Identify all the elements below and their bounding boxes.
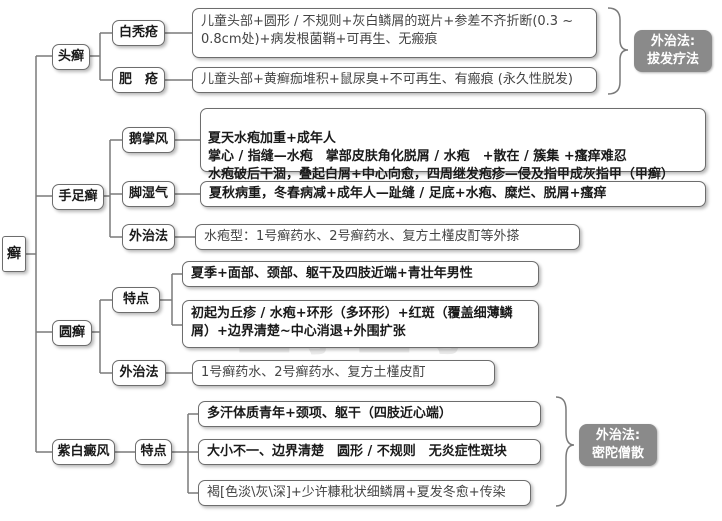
branch-tinea-corporis: 圆癣	[52, 320, 92, 346]
desc-text: 夏天水疱加重+成年人 掌心 / 指缝—水疱 掌部皮肤角化脱屑 / 水疱 +散在 …	[208, 131, 674, 182]
desc-versicolor-1: 多汗体质青年+颈项、躯干（四肢近心端）	[198, 401, 541, 427]
sub-label: 鹅掌风	[128, 132, 168, 147]
desc-tinea-pedis: 夏秋病重，冬春病减+成年人—趾缝 / 足底+水疱、糜烂、脱屑+瘙痒	[200, 181, 706, 207]
desc-tinea-manuum: 夏天水疱加重+成年人 掌心 / 指缝—水疱 掌部皮肤角化脱屑 / 水疱 +散在 …	[200, 108, 706, 182]
external-treatment-capitis: 外治法: 拔发疗法	[634, 30, 712, 72]
sub-label: 特点	[122, 292, 149, 307]
desc-text: 多汗体质青年+颈项、躯干（四肢近心端）	[207, 406, 452, 421]
branch-label: 手足癣	[58, 189, 98, 204]
branch-label: 圆癣	[58, 325, 85, 340]
sub-favus: 肥 疮	[112, 67, 165, 93]
sub-white-tinea: 白秃疮	[112, 20, 165, 46]
desc-favus: 儿童头部+黄癣痂堆积+鼠尿臭+不可再生、有瘢痕 (永久性脱发)	[192, 67, 597, 93]
desc-text: 水疱型：1号癣药水、2号癣药水、复方土槿皮酊等外搽	[204, 229, 520, 244]
external-label: 外治法: 密陀僧散	[591, 428, 644, 461]
desc-text: 褐[色淡\灰\深]+少许糠秕状细鳞屑+夏发冬愈+传染	[207, 485, 506, 500]
desc-text: 儿童头部+黄癣痂堆积+鼠尿臭+不可再生、有瘢痕 (永久性脱发)	[201, 72, 573, 87]
desc-text: 夏季+面部、颈部、躯干及四肢近端+青壮年男性	[191, 266, 473, 281]
branch-tinea-capitis: 头癣	[52, 44, 90, 70]
branch-label: 头癣	[57, 49, 84, 64]
sub-features-corporis: 特点	[112, 287, 160, 313]
branch-tinea-versicolor: 紫白癜风	[52, 439, 115, 465]
sub-features-versicolor: 特点	[135, 439, 172, 465]
sub-label: 外治法	[119, 365, 159, 380]
sub-label: 白秃疮	[118, 25, 158, 40]
desc-corporis-1: 夏季+面部、颈部、躯干及四肢近端+青壮年男性	[182, 261, 539, 287]
desc-text: 儿童头部+圆形 / 不规则+灰白鳞屑的斑片+参差不齐折断(0.3 ~ 0.8cm…	[201, 14, 574, 47]
sub-tinea-manuum: 鹅掌风	[122, 127, 175, 153]
desc-corporis-2: 初起为丘疹 / 水疱+环形（多环形）+红斑（覆盖细薄鳞屑）+边界清楚~中心消退+…	[182, 300, 539, 348]
sub-label: 外治法	[128, 229, 168, 244]
root-node: 癣	[2, 236, 26, 272]
sub-label: 特点	[140, 444, 167, 459]
desc-versicolor-2: 大小不一、边界清楚 圆形 / 不规则 无炎症性斑块	[198, 439, 541, 465]
root-label: 癣	[7, 246, 21, 262]
sub-tinea-pedis: 脚湿气	[122, 181, 175, 207]
external-label: 外治法: 拔发疗法	[646, 34, 699, 67]
sub-external-corporis: 外治法	[112, 360, 166, 386]
desc-text: 大小不一、边界清楚 圆形 / 不规则 无炎症性斑块	[207, 444, 507, 459]
desc-external-corporis: 1号癣药水、2号癣药水、复方土槿皮酊	[192, 360, 495, 386]
sub-label: 肥 疮	[118, 72, 158, 87]
branch-tinea-manuum-pedis: 手足癣	[52, 184, 104, 210]
desc-white-tinea: 儿童头部+圆形 / 不规则+灰白鳞屑的斑片+参差不齐折断(0.3 ~ 0.8cm…	[192, 8, 597, 58]
desc-text: 夏秋病重，冬春病减+成年人—趾缝 / 足底+水疱、糜烂、脱屑+瘙痒	[209, 186, 607, 201]
sub-external-manuum: 外治法	[122, 224, 175, 250]
desc-text: 1号癣药水、2号癣药水、复方土槿皮酊	[201, 365, 426, 380]
desc-text: 初起为丘疹 / 水疱+环形（多环形）+红斑（覆盖细薄鳞屑）+边界清楚~中心消退+…	[191, 306, 513, 339]
branch-label: 紫白癜风	[57, 444, 110, 459]
external-treatment-versicolor: 外治法: 密陀僧散	[579, 424, 657, 466]
desc-versicolor-3: 褐[色淡\灰\深]+少许糠秕状细鳞屑+夏发冬愈+传染	[198, 480, 531, 506]
desc-external-manuum: 水疱型：1号癣药水、2号癣药水、复方土槿皮酊等外搽	[195, 224, 580, 250]
sub-label: 脚湿气	[128, 186, 168, 201]
